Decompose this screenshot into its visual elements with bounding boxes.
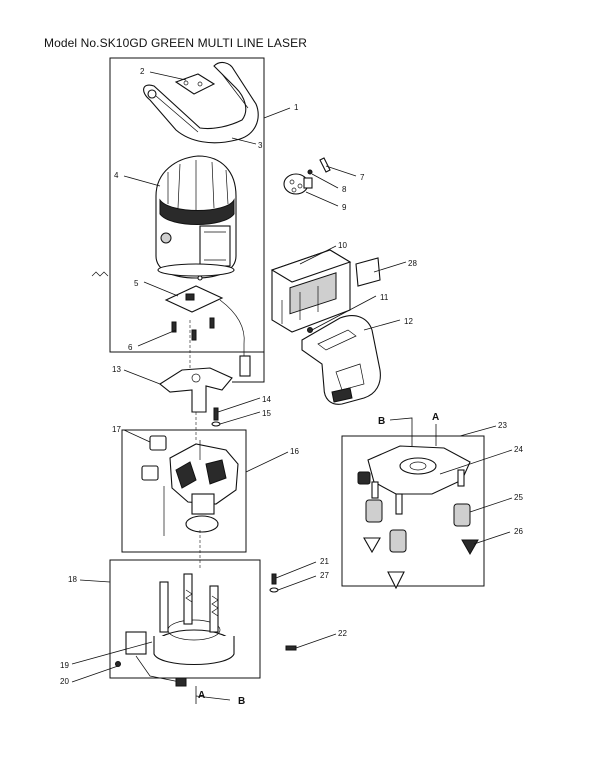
screw-22 [285,645,297,651]
pendulum-assembly-frame [121,429,247,553]
callout-12: 12 [404,317,413,326]
screw-8 [307,169,313,175]
ref-mark-b-bottom: B [238,696,245,707]
callout-27: 27 [320,571,329,580]
label-sheet [355,257,381,287]
pin-7 [319,157,331,173]
small-spring [91,271,109,277]
callout-19: 19 [60,661,69,670]
circuit-board [164,275,251,377]
callout-13: 13 [112,365,121,374]
laser-diode-units [141,435,167,481]
leader-lines [71,71,513,704]
callout-15: 15 [262,409,271,418]
callout-1: 1 [294,103,299,112]
tripod-base-frame [341,435,485,587]
handle-plate [174,73,216,95]
housing-frame-extension [232,300,265,383]
callout-8: 8 [342,185,347,194]
callout-18: 18 [68,575,77,584]
adjusting-feet [363,537,479,590]
screw-11 [307,327,313,333]
washer-27 [269,587,279,593]
callout-16: 16 [290,447,299,456]
callout-6: 6 [128,343,133,352]
tripod-base [357,445,471,515]
callout-3: 3 [258,141,263,150]
base-assembly [115,573,235,687]
callout-21: 21 [320,557,329,566]
diagram-title: Model No.SK10GD GREEN MULTI LINE LASER [44,36,307,50]
callout-14: 14 [262,395,271,404]
screw-21 [271,573,277,585]
callout-20: 20 [60,677,69,686]
alignment-lines [189,320,201,570]
ref-mark-b-top: B [378,416,385,427]
callout-28: 28 [408,259,417,268]
adjustment-knob [283,173,313,195]
callout-5: 5 [134,279,139,288]
pendulum-laser-module [163,440,239,536]
adjusting-screws [365,499,471,553]
housing-assembly-frame [109,57,265,353]
callout-23: 23 [498,421,507,430]
board-screws [171,317,215,341]
callout-11: 11 [380,293,389,302]
callout-22: 22 [338,629,347,638]
upper-bracket [159,367,233,413]
callout-25: 25 [514,493,523,502]
callout-10: 10 [338,241,347,250]
ref-mark-a-top: A [432,412,439,423]
callout-4: 4 [114,171,119,180]
callout-26: 26 [514,527,523,536]
front-guard [301,315,381,405]
screw-14 [213,407,219,421]
battery-case [270,249,352,333]
washer-15 [211,421,221,427]
callout-17: 17 [112,425,121,434]
callout-7: 7 [360,173,365,182]
callout-24: 24 [514,445,523,454]
ref-mark-a-bottom: A [198,690,205,701]
callout-9: 9 [342,203,347,212]
carry-handle [143,61,259,144]
callout-2: 2 [140,67,145,76]
dome-cover [155,155,237,279]
